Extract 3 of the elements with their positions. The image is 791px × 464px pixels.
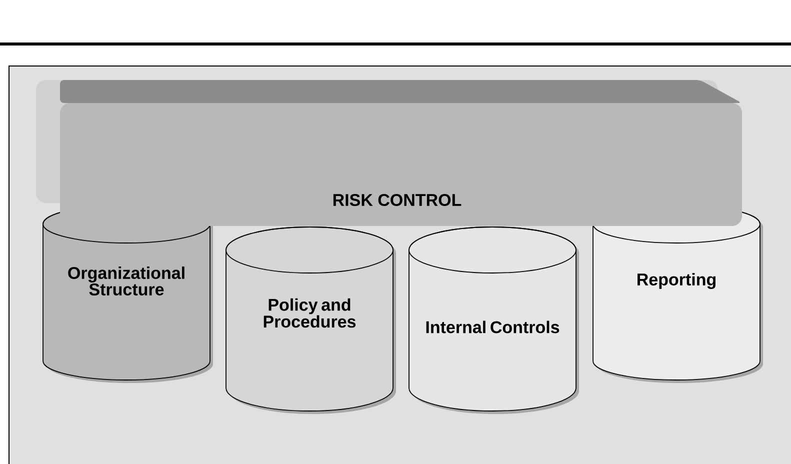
cylinder: Internal Controls <box>408 226 579 414</box>
cylinder: Policy and Procedures <box>226 226 396 414</box>
risk-control-slab: RISK CONTROL <box>36 80 742 226</box>
